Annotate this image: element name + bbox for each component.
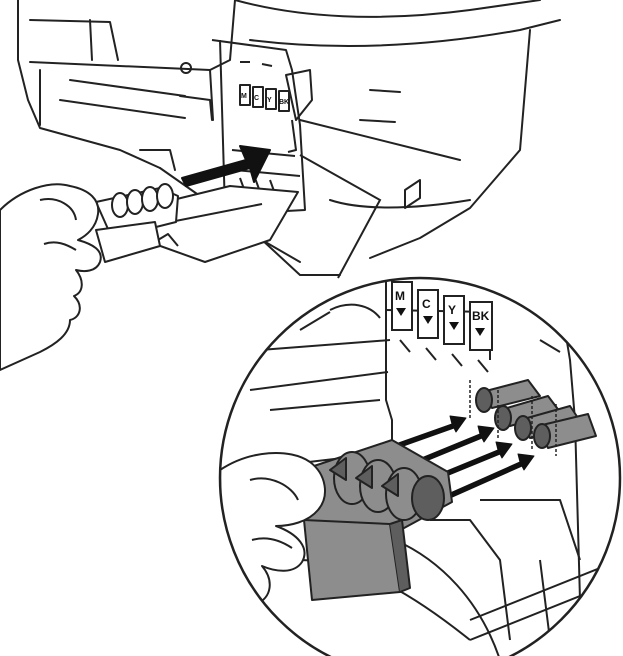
label-down-triangles [396, 308, 485, 336]
label-y: Y [448, 303, 456, 317]
label-c: C [422, 297, 431, 311]
zoom-detail: M C Y BK [220, 278, 620, 656]
hand-top [0, 183, 102, 371]
zoom-color-labels: M C Y BK [395, 289, 490, 323]
ink-connectors [475, 379, 597, 449]
zoom-pointer [299, 154, 382, 279]
label-m-small: M [241, 93, 247, 100]
printer-body [17, 0, 561, 276]
zoom-circle-border [218, 276, 622, 656]
top-color-labels: M C Y BK [241, 93, 289, 106]
label-y-small: Y [267, 97, 272, 104]
label-c-small: C [254, 95, 259, 102]
insert-arrow-icon [181, 145, 271, 187]
shipping-part-small [95, 183, 179, 263]
label-m: M [395, 289, 405, 303]
shipping-part-large [301, 439, 453, 601]
label-bk-small: BK [279, 99, 289, 106]
label-bk: BK [472, 309, 490, 323]
